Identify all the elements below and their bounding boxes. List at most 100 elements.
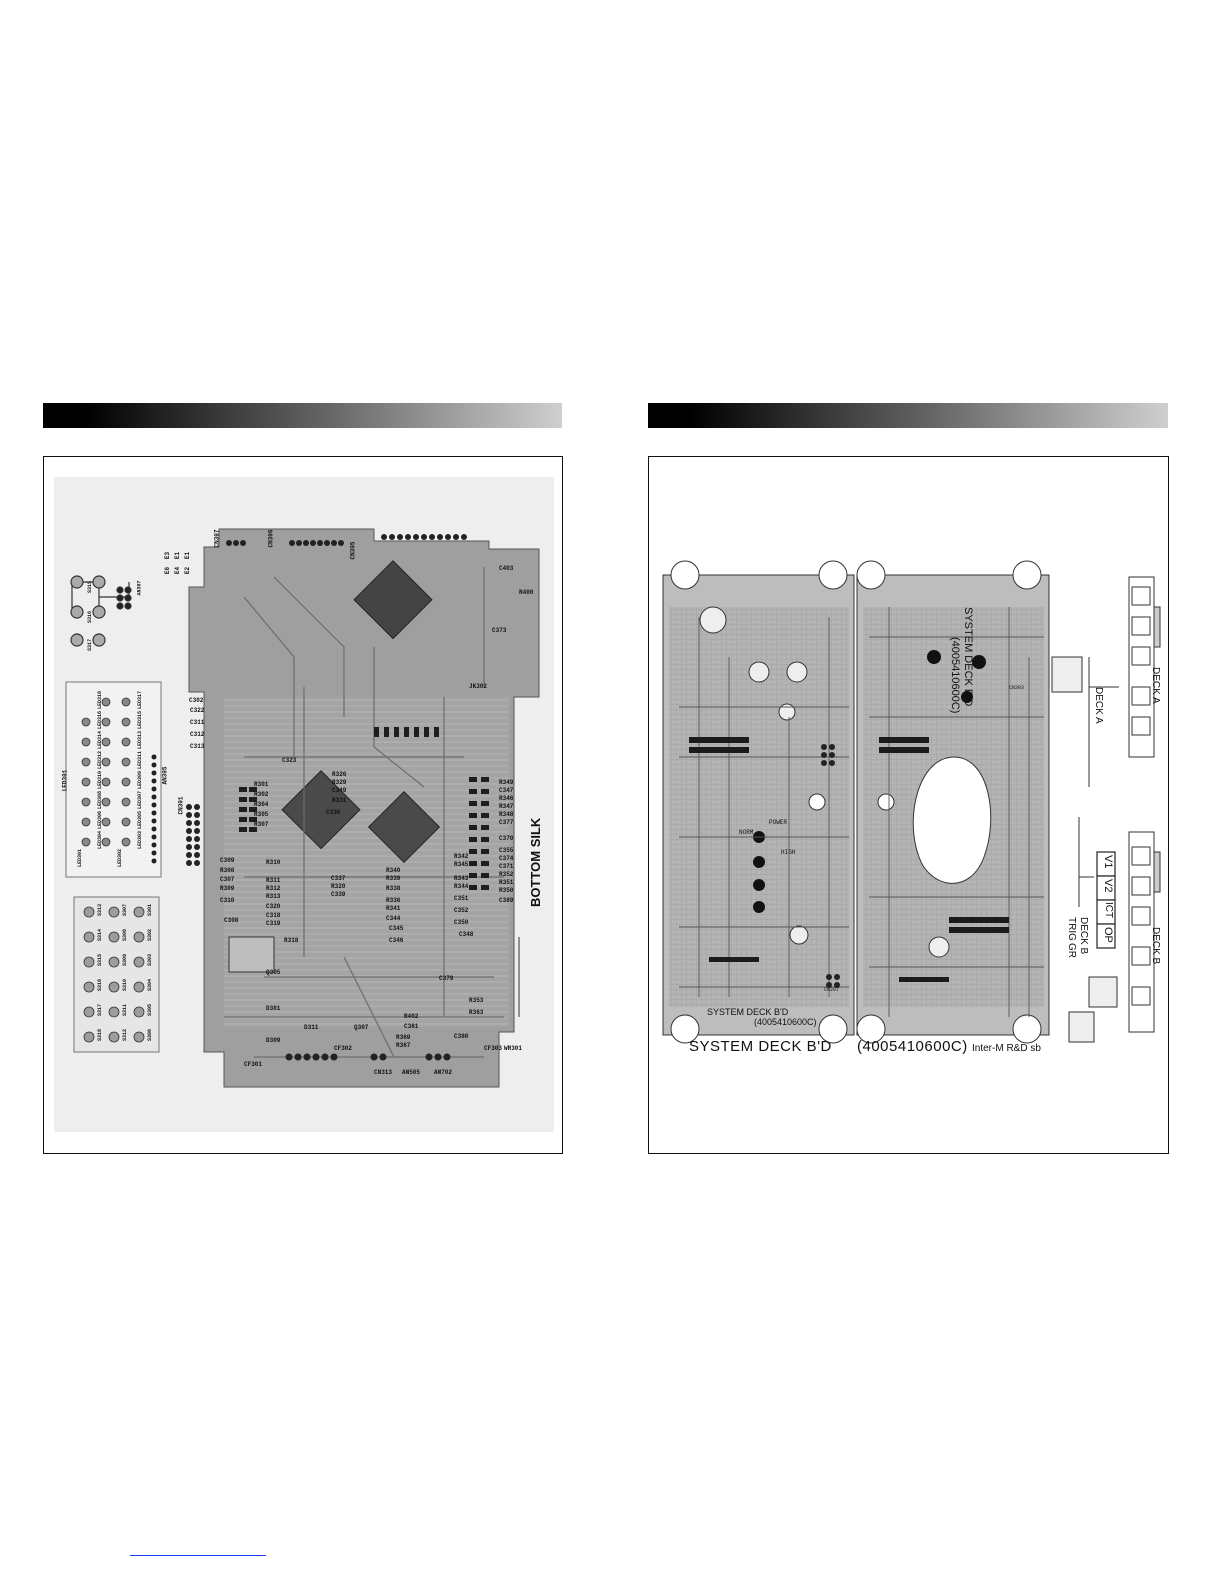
- board-number-small: (4005410600C): [754, 1017, 817, 1027]
- ref-r313: R313: [266, 893, 281, 900]
- misc-label-e1: E1: [174, 551, 182, 560]
- switch-ref-s318: S318: [97, 1028, 104, 1042]
- led-ref-314: LED314: [97, 730, 104, 750]
- board-title: SYSTEM DECK B'D: [689, 1038, 832, 1055]
- ref-r342: R342: [454, 853, 469, 860]
- ic-upper: [353, 560, 433, 640]
- switch-ref-s302: S302: [147, 928, 154, 942]
- gr-label: GR: [1066, 943, 1077, 958]
- ref-r301: R301: [254, 781, 269, 788]
- mark-power: POWER: [769, 819, 788, 826]
- switch-ref-s307: S307: [122, 903, 129, 917]
- ref-r339: R339: [386, 875, 401, 882]
- ref-r318: R318: [284, 937, 299, 944]
- deck-cutout: [912, 756, 992, 884]
- ref-r331: R331: [332, 797, 347, 804]
- led-ref-311: LED311: [137, 750, 144, 770]
- ref-r305: R305: [254, 811, 269, 818]
- mode-button-group: [1096, 851, 1116, 949]
- switch-ref-s312: S312: [122, 1028, 129, 1042]
- bottom-silk-label: BOTTOM SILK: [528, 817, 543, 907]
- ref-c320: C320: [266, 903, 281, 910]
- ref-cf301: CF301: [244, 1061, 263, 1068]
- ref-d309: D309: [266, 1037, 281, 1044]
- led-ref-308: LED308: [97, 790, 104, 810]
- ref-c349: C349: [332, 787, 347, 794]
- board-number: (4005410600C): [857, 1038, 968, 1055]
- left-header-bar: [43, 403, 562, 428]
- ref-q307: Q307: [354, 1024, 369, 1031]
- led-board: [65, 681, 162, 878]
- ref-cn313: CN313: [374, 1069, 393, 1076]
- ref-q305: Q305: [266, 969, 281, 976]
- ref-d311: D311: [304, 1024, 319, 1031]
- ref-c371: C371: [499, 863, 514, 870]
- ref-r348: R348: [499, 811, 514, 818]
- board-title-small: SYSTEM DECK B'D: [707, 1007, 789, 1017]
- switch-ref-s313: S313: [97, 903, 104, 917]
- ref-c347: C347: [499, 787, 514, 794]
- ref-c345: C345: [389, 925, 404, 932]
- ref-r336: R336: [386, 897, 401, 904]
- ref-c374: C374: [499, 855, 514, 862]
- switch-ref-s309: S309: [122, 953, 129, 967]
- ref-d301: D301: [266, 1005, 281, 1012]
- ref-c380: C380: [454, 1033, 469, 1040]
- misc-label-e1b: E1: [184, 551, 192, 560]
- ref-r312: R312: [266, 885, 281, 892]
- ref-r350: R350: [499, 887, 514, 894]
- left-diagram-frame: BOTTOM SILK CN307 CN306 CN305 CN301 JK30…: [43, 456, 563, 1154]
- top-switch-board: [70, 575, 132, 647]
- switch-ref-s303: S303: [147, 953, 154, 967]
- misc-label-e4: E4: [174, 566, 182, 575]
- deck-a-label-2: DECK A: [1093, 687, 1104, 724]
- ref-c348: C348: [459, 931, 474, 938]
- ref-c312: C312: [190, 731, 205, 738]
- ref-r308: R308: [220, 867, 235, 874]
- ref-c310: C310: [220, 897, 235, 904]
- ref-cn301: CN301: [177, 796, 185, 815]
- ref-c355: C355: [499, 847, 514, 854]
- ref-r369: R369: [396, 1034, 411, 1041]
- ref-c346: C346: [389, 937, 404, 944]
- vertical-board-number: (4005410600C): [949, 637, 961, 714]
- ref-r345: R345: [454, 861, 469, 868]
- deck-a-board: [1051, 576, 1161, 787]
- ref-c379: C379: [439, 975, 454, 982]
- misc-label-e3: E3: [164, 551, 172, 560]
- credit-label: Inter-M R&D sb: [972, 1043, 1041, 1054]
- ref-c318: C318: [266, 912, 281, 919]
- mark-norm: NORM: [739, 829, 754, 836]
- ref-r351: R351: [499, 879, 514, 886]
- ref-c307: C307: [220, 876, 235, 883]
- ref-r329: R329: [332, 779, 347, 786]
- ref-r310: R310: [266, 859, 281, 866]
- ref-r349: R349: [499, 779, 514, 786]
- led-ref-310: LED310: [97, 770, 104, 790]
- ref-r326: R326: [332, 771, 347, 778]
- ref-c302: C302: [189, 697, 204, 704]
- ref-r353: R353: [469, 997, 484, 1004]
- bottom-silk-pcb-diagram: [65, 528, 540, 1088]
- ref-r400: R400: [519, 589, 534, 596]
- top-switch-s315: S315: [87, 580, 94, 594]
- ref-r346: R346: [499, 795, 514, 802]
- ref-c313: C313: [190, 743, 205, 750]
- mode-button-ict: ICT: [1103, 902, 1114, 919]
- ic-lower-dot: [228, 936, 275, 973]
- led-ref-315: LED315: [137, 710, 144, 730]
- deck-b-board: [1068, 817, 1161, 1043]
- deck-b-label-2: DECK B: [1078, 917, 1089, 955]
- switch-ref-s305: S305: [147, 1003, 154, 1017]
- top-switch-s316: S316: [87, 610, 94, 624]
- led-ref-318: LED318: [97, 690, 104, 710]
- led-ref-317: LED317: [137, 690, 144, 710]
- ref-c337: C337: [331, 875, 346, 882]
- led-ref-312: LED312: [97, 750, 104, 770]
- ref-c350: C350: [454, 919, 469, 926]
- ref-r340: R340: [386, 867, 401, 874]
- ref-r402: R402: [404, 1013, 419, 1020]
- ref-r341: R341: [386, 905, 401, 912]
- ref-c339: C339: [331, 891, 346, 898]
- ref-c336: C336: [326, 809, 341, 816]
